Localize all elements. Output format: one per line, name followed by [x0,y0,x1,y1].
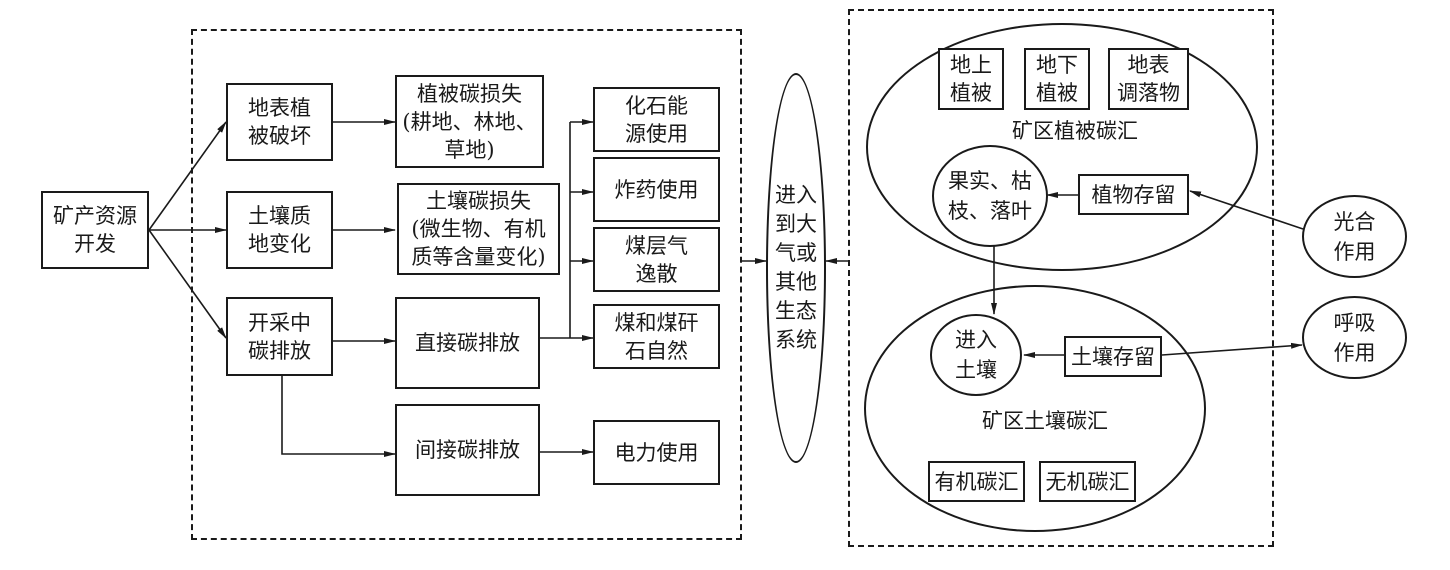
vegetation-carbon-loss-box: 植被碳损失 (耕地、林地、 草地) [395,75,544,168]
plant-storage-box: 植物存留 [1078,174,1189,215]
mining-carbon-emission-box: 开采中 碳排放 [226,297,333,376]
vegetation-sink-title: 矿区植被碳汇 [1012,119,1138,143]
vegetation-sink-ellipse [866,23,1258,271]
arrow-mining-to-indirect [281,375,396,457]
emission-group-frame [191,29,742,540]
arrow-source-to-mining [148,229,227,339]
aboveground-vegetation-box: 地上 植被 [938,48,1004,110]
surface-vegetation-damage-box: 地表植 被破坏 [226,83,333,161]
direct-emission-box: 直接碳排放 [395,297,540,389]
arrow-source-to-vegetation [148,121,227,231]
atmosphere-ellipse: 进入 到大 气或 其他 生态 系统 [766,73,826,463]
soil-storage-box: 土壤存留 [1064,336,1162,377]
fossil-energy-box: 化石能 源使用 [593,87,720,152]
respiration-ellipse: 呼吸 作用 [1302,296,1407,379]
enter-soil-circle: 进入 土壤 [930,314,1022,396]
soil-sink-title: 矿区土壤碳汇 [982,409,1108,433]
surface-litter-box: 地表 调落物 [1108,48,1189,110]
electricity-use-box: 电力使用 [593,420,720,485]
soil-sink-ellipse [864,285,1206,532]
inorganic-carbon-sink-box: 无机碳汇 [1039,461,1136,502]
underground-vegetation-box: 地下 植被 [1024,48,1090,110]
litter-circle: 果实、枯 枝、落叶 [932,145,1048,247]
photosynthesis-ellipse: 光合 作用 [1302,195,1407,278]
coalbed-gas-box: 煤层气 逸散 [593,227,720,292]
soil-carbon-loss-box: 土壤碳损失 (微生物、有机 质等含量变化) [397,183,560,275]
explosive-use-box: 炸药使用 [593,157,720,222]
coal-gangue-box: 煤和煤矸 石自然 [593,304,720,369]
sink-group-frame [848,9,1274,547]
indirect-emission-box: 间接碳排放 [395,404,540,496]
soil-texture-change-box: 土壤质 地变化 [226,191,333,269]
mineral-development-box: 矿产资源开发 [41,191,149,269]
organic-carbon-sink-box: 有机碳汇 [928,461,1025,502]
